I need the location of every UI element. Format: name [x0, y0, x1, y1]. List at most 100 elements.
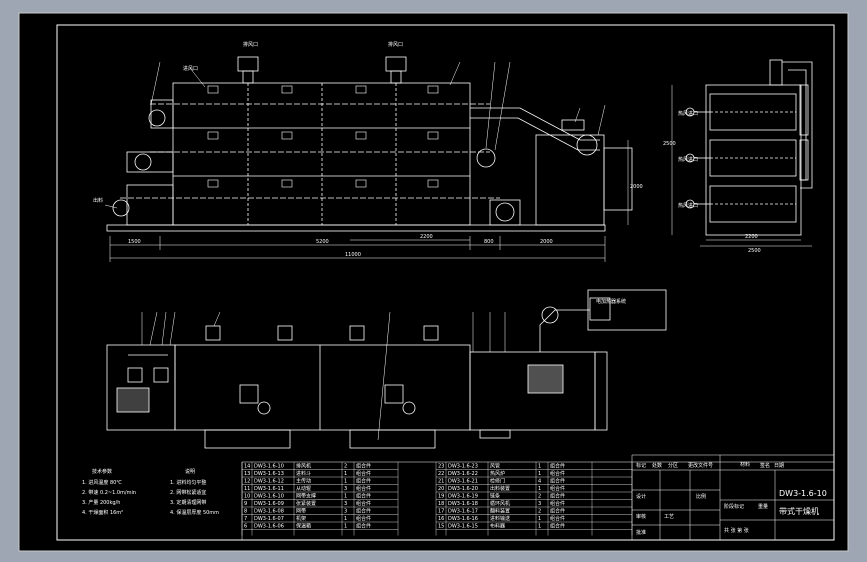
bom-left-cell-mat: 组合件: [356, 463, 371, 470]
notes-left-4: 4. 干燥面积 16m²: [82, 509, 123, 516]
title-design: 设计: [636, 493, 646, 500]
bom-left-cell-code: DW3-1.6-13: [254, 471, 284, 477]
bom-right-cell-name: 检修门: [490, 478, 505, 485]
bom-right-cell-no: 22: [438, 471, 444, 477]
bom-left-cell-code: DW3-1.6-10: [254, 494, 284, 500]
bom-right-cell-mat: 组合件: [550, 500, 565, 507]
title-process: 工艺: [664, 514, 674, 520]
dim-total-length: 11000: [345, 252, 361, 258]
notes-left-3: 3. 产量 200kg/h: [82, 499, 120, 506]
bom-left-cell-name: 主传动: [296, 478, 311, 485]
title-block-header-row: 标记处数分区更改文件号签名日期: [636, 462, 784, 469]
title-approve: 批准: [636, 529, 646, 536]
bom-right-cell-no: 19: [438, 494, 444, 500]
bom-left-cell-no: 6: [244, 524, 247, 530]
title-scale: 比例: [696, 493, 706, 500]
bom-right-cell-mat: 组合件: [550, 493, 565, 500]
bom-right-cell-no: 18: [438, 501, 444, 507]
bom-left-cell-name: 网带: [296, 509, 306, 515]
bom-left-cell-name: 保温箱: [296, 523, 311, 530]
bom-right-cell-qty: 1: [538, 516, 541, 522]
dim-d2: 5200: [316, 239, 329, 245]
bom-left-cell-qty: 2: [344, 464, 347, 470]
bom-right-cell-code: DW3-1.6-15: [448, 524, 478, 530]
bom-left-cell-code: DW3-1.6-11: [254, 486, 284, 492]
bom-right-cell-code: DW3-1.6-17: [448, 509, 478, 515]
bom-left-cell-mat: 组合件: [356, 523, 371, 530]
bom-left-cell-no: 7: [244, 516, 247, 522]
dim-side-total: 2500: [748, 248, 761, 254]
bom-right-cell-mat: 组合件: [550, 508, 565, 515]
bom-left-cell-qty: 3: [344, 501, 347, 507]
title-check: 审核: [636, 513, 646, 520]
bom-left-cell-no: 11: [244, 486, 250, 492]
callout-side-fan-2: 热风进口: [678, 156, 698, 163]
dim-side-height: 2500: [663, 141, 676, 147]
notes-left-1: 1. 进风温度 80℃: [82, 479, 122, 486]
bom-left-cell-qty: 1: [344, 524, 347, 530]
bom-right-cell-name: 出料装置: [490, 485, 510, 492]
bom-right-cell-name: 风管: [490, 463, 500, 470]
bom-right-cell-name: 链条: [490, 493, 500, 500]
bom-left-cell-code: DW3-1.6-12: [254, 479, 284, 485]
bom-right-cell-code: DW3-1.6-22: [448, 471, 478, 477]
dim-d5: 2000: [540, 239, 553, 245]
notes-right-3: 3. 定期清理网带: [170, 499, 206, 506]
bom-right-cell-mat: 组合件: [550, 485, 565, 492]
callout-top-right-fan: 排风口: [388, 41, 403, 48]
bom-left-cell-name: 排风机: [296, 463, 311, 470]
dim-d4: 800: [484, 239, 494, 245]
title-weight: 重量: [758, 503, 768, 510]
dim-main-height: 2000: [630, 184, 643, 190]
callout-left-inlet: 进风口: [183, 65, 198, 72]
bom-left-cell-mat: 组合件: [356, 508, 371, 515]
bom-right-cell-code: DW3-1.6-16: [448, 516, 478, 522]
title-header-5: 日期: [774, 463, 784, 469]
notes-left-2: 2. 带速 0.2~1.0m/min: [82, 490, 136, 496]
callout-side-fan-3: 热风进口: [678, 202, 698, 209]
notes-right-2: 2. 网带松紧适宜: [170, 489, 206, 496]
bom-right-cell-no: 23: [438, 464, 444, 470]
bom-left-cell-qty: 3: [344, 509, 347, 515]
callout-top-left-fan: 排风口: [243, 41, 258, 48]
bom-right-cell-no: 21: [438, 479, 444, 485]
bom-left-cell-code: DW3-1.6-07: [254, 516, 284, 522]
bom-left-cell-no: 10: [244, 494, 250, 500]
bom-left-cell-mat: 组合件: [356, 493, 371, 500]
title-header-2: 分区: [668, 462, 678, 469]
bom-right-cell-qty: 2: [538, 494, 541, 500]
bom-left-cell-no: 14: [244, 464, 250, 470]
title-header-3: 更改文件号: [688, 462, 713, 469]
bom-left-cell-code: DW3-1.6-06: [254, 524, 284, 530]
bom-left-cell-name: 网带支撑: [296, 493, 316, 500]
bom-left-cell-no: 8: [244, 509, 247, 515]
drawing-name: 带式干燥机: [779, 506, 819, 516]
bom-left-cell-mat: 组合件: [356, 500, 371, 507]
bom-right-cell-qty: 1: [538, 524, 541, 530]
bom-left-cell-name: 张紧装置: [296, 500, 316, 507]
title-sheet: 共 张 第 张: [724, 527, 749, 534]
bom-left-cell-mat: 组合件: [356, 515, 371, 522]
title-material: 材料: [740, 461, 750, 468]
bom-right-cell-name: 循环风机: [490, 500, 510, 507]
bom-right-cell-no: 16: [438, 516, 444, 522]
bom-left-cell-qty: 1: [344, 479, 347, 485]
bom-left-cell-name: 从动辊: [296, 485, 311, 492]
bom-right-cell-qty: 1: [538, 471, 541, 477]
bom-right-cell-mat: 组合件: [550, 515, 565, 522]
title-block: [631, 455, 834, 540]
notes-right-heading: 说明: [185, 468, 195, 475]
bom-right-cell-no: 20: [438, 486, 444, 492]
bom-right-cell-code: DW3-1.6-18: [448, 501, 478, 507]
callout-heater: 电加热器系统: [596, 298, 626, 305]
bom-right-cell-qty: 3: [538, 501, 541, 507]
front-elevation: [104, 56, 633, 262]
dim-d6: 2200: [420, 234, 433, 240]
bom-right-cell-no: 15: [438, 524, 444, 530]
bom-right-cell-no: 17: [438, 509, 444, 515]
bom-left-cell-qty: 1: [344, 516, 347, 522]
bom-left-cell-code: DW3-1.6-08: [254, 509, 284, 515]
